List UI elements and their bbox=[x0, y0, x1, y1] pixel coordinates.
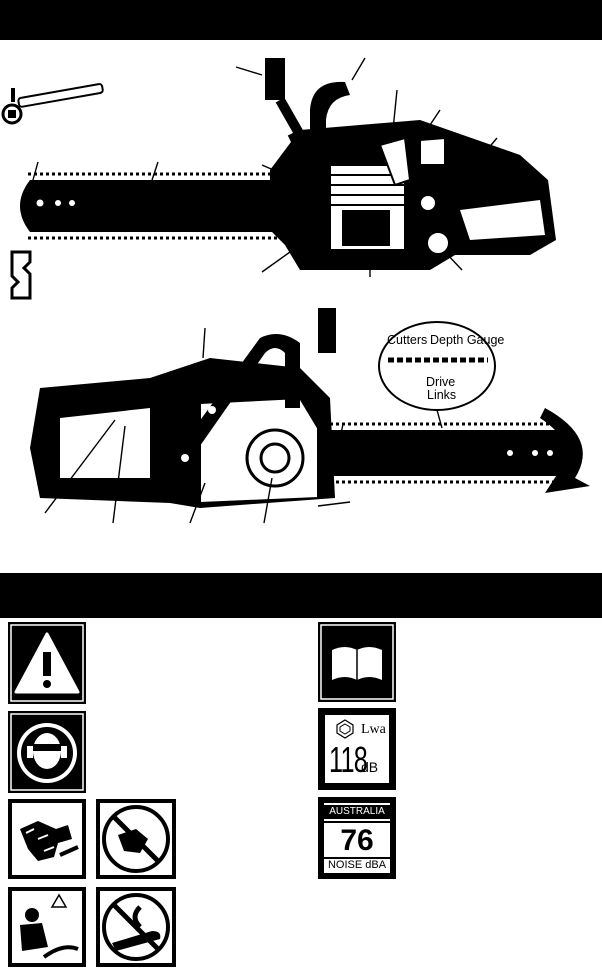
manual-symbol bbox=[318, 622, 396, 702]
protection-symbol bbox=[8, 711, 86, 793]
noise-rating-value: 76 bbox=[324, 825, 390, 857]
scrench-tool-icon bbox=[3, 84, 103, 123]
chain-label-depth-gauge: Depth Gauge bbox=[430, 333, 504, 347]
noise-rule bbox=[324, 821, 390, 823]
noise-rating-region: AUSTRALIA bbox=[324, 805, 390, 819]
kickback-warning-icon bbox=[8, 887, 86, 967]
no-one-hand-symbol bbox=[96, 799, 176, 879]
no-one-hand-icon bbox=[96, 799, 176, 879]
eye-ear-protection-icon bbox=[8, 711, 86, 793]
kickback-warning-symbol bbox=[8, 887, 86, 967]
guide-bar-top bbox=[20, 174, 300, 238]
noise-rating-unit: NOISE dBA bbox=[324, 859, 390, 872]
header-bar-top bbox=[0, 0, 602, 40]
noise-rating-panel: AUSTRALIA 76 NOISE dBA bbox=[324, 803, 390, 873]
chain-label-drive: Drive bbox=[426, 375, 455, 389]
warning-symbol bbox=[8, 622, 86, 704]
sound-power-symbol: Lwa 118 dB bbox=[318, 708, 396, 790]
guide-bar-bottom bbox=[330, 424, 570, 482]
chain-label-cutters: Cutters bbox=[387, 333, 427, 347]
noise-rating-symbol: AUSTRALIA 76 NOISE dBA bbox=[318, 797, 396, 879]
warning-triangle-icon bbox=[8, 622, 86, 704]
sound-power-unit: dB bbox=[361, 759, 378, 775]
two-hands-icon bbox=[8, 799, 86, 879]
chainsaw-top-illustration bbox=[0, 40, 602, 340]
sound-power-lwa-label: Lwa bbox=[361, 722, 386, 738]
no-bar-nose-contact-symbol bbox=[96, 887, 176, 967]
header-bar-middle bbox=[0, 573, 602, 618]
chainsaw-bottom-illustration: Cutters Depth Gauge Drive Links bbox=[0, 298, 602, 558]
sound-power-panel: Lwa 118 dB bbox=[325, 715, 389, 783]
sound-source-icon bbox=[335, 719, 355, 739]
chain-label-links: Links bbox=[427, 388, 456, 402]
no-bar-nose-contact-icon bbox=[96, 887, 176, 967]
chain-link-sample-icon bbox=[12, 252, 30, 298]
two-hands-symbol bbox=[8, 799, 86, 879]
manual-book-icon bbox=[318, 622, 396, 702]
